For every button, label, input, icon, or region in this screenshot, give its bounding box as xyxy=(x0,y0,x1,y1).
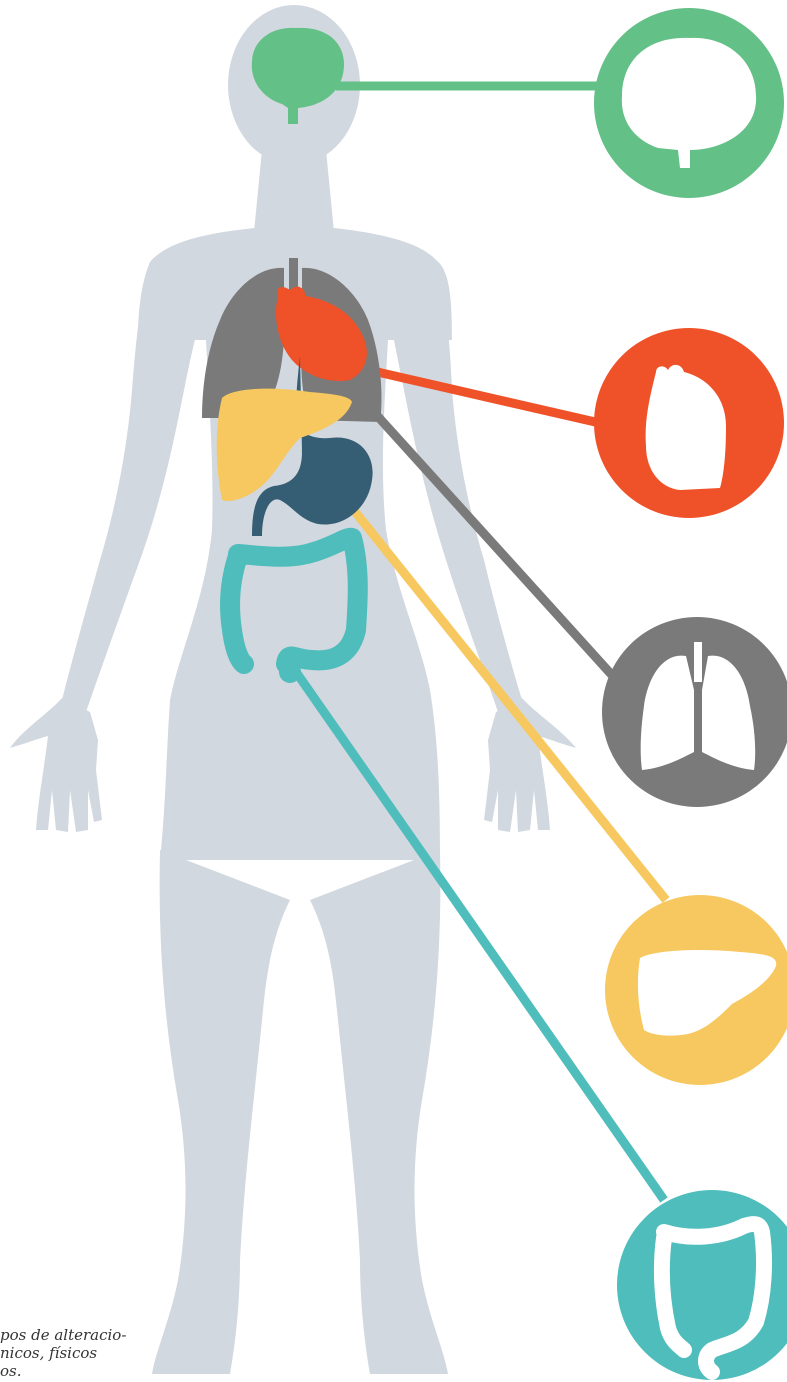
intestine-end xyxy=(279,661,301,683)
lungs-icon-circle xyxy=(602,617,787,807)
neck xyxy=(254,150,334,232)
heart-connector xyxy=(360,368,604,424)
heart-icon-circle xyxy=(594,328,784,518)
human-silhouette xyxy=(10,5,576,1374)
right-leg xyxy=(310,850,448,1374)
left-arm xyxy=(62,262,206,712)
left-hand xyxy=(10,698,102,832)
brain-icon-circle xyxy=(594,8,784,198)
liver-icon-circle xyxy=(605,895,787,1085)
caption-text: pos de alteracio- nicos, físicos os. xyxy=(0,1326,200,1380)
left-leg xyxy=(152,850,290,1374)
intestine-icon-circle xyxy=(617,1190,787,1380)
organ-icons xyxy=(594,8,787,1380)
